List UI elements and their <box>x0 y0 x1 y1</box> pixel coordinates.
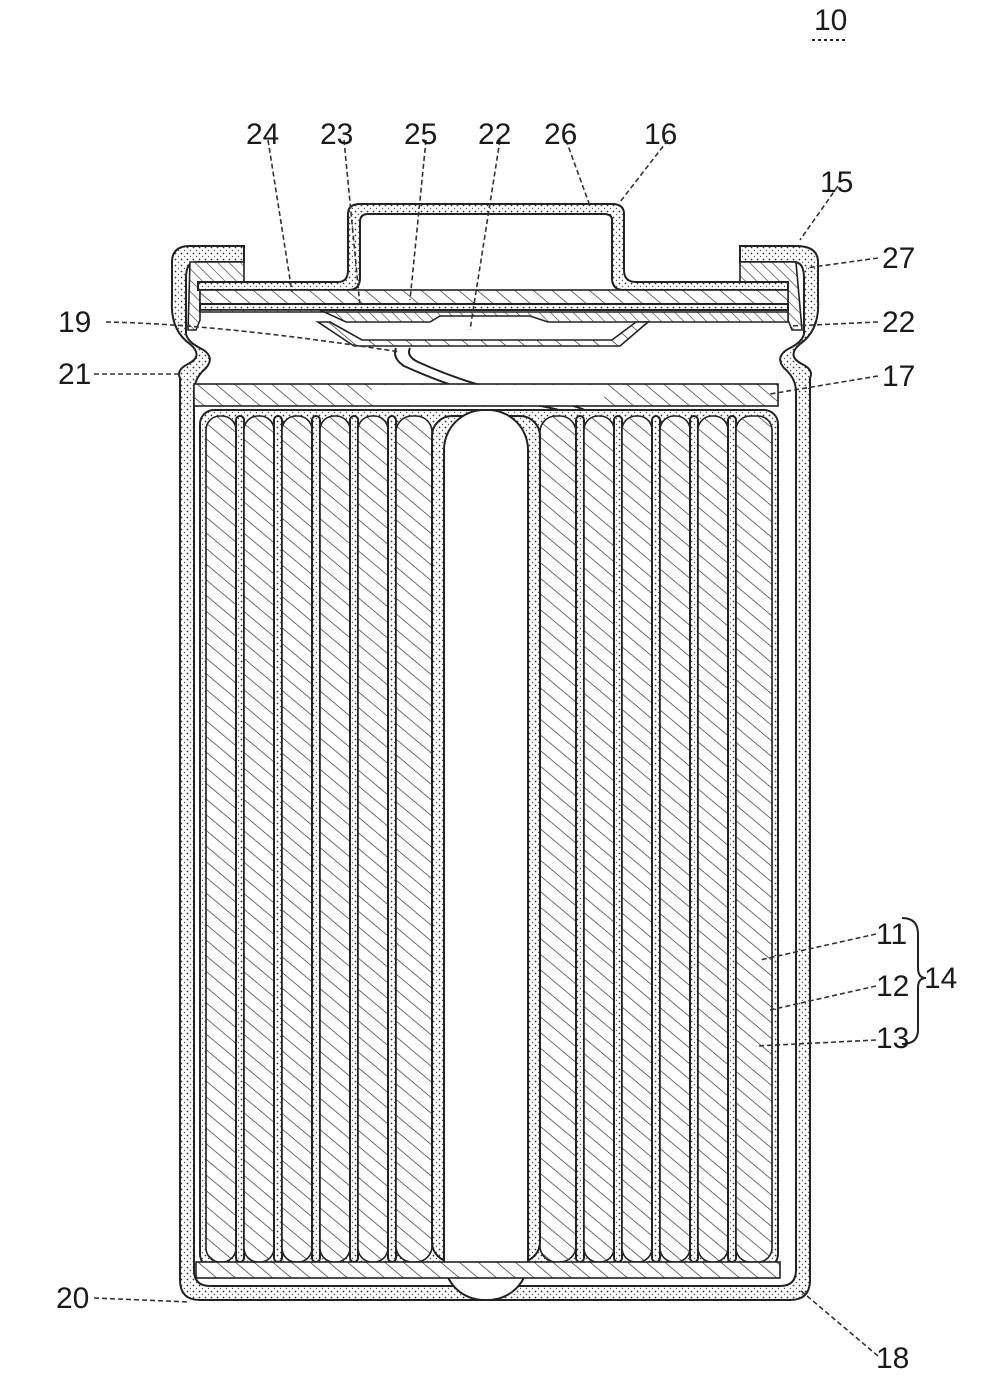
label-24: 24 <box>246 118 279 151</box>
label-21: 21 <box>58 358 91 391</box>
label-25: 25 <box>404 118 437 151</box>
electrode-assembly <box>200 410 778 1300</box>
label-16: 16 <box>644 118 677 151</box>
label-11: 11 <box>876 918 907 951</box>
label-23: 23 <box>320 118 353 151</box>
label-26: 26 <box>544 118 577 151</box>
label-12: 12 <box>876 970 909 1003</box>
label-27: 27 <box>882 242 915 275</box>
label-14: 14 <box>924 962 957 995</box>
insulating-plate-gap <box>372 385 604 405</box>
figure-number: 10 <box>814 4 847 37</box>
valve-plate-25 <box>200 310 788 322</box>
winding-core-hollow <box>444 410 528 1300</box>
lower-insulating-plate <box>196 1262 780 1278</box>
label-20: 20 <box>56 1282 89 1315</box>
label-22-top: 22 <box>478 118 511 151</box>
label-18: 18 <box>876 1342 909 1375</box>
terminal-cap <box>198 204 788 290</box>
label-22-right: 22 <box>882 306 915 339</box>
cap-plate-23 <box>200 304 788 310</box>
label-19: 19 <box>58 306 91 339</box>
label-15: 15 <box>820 166 853 199</box>
cap-plate-24 <box>200 290 788 304</box>
label-17: 17 <box>882 360 915 393</box>
label-13: 13 <box>876 1022 909 1055</box>
filter-plate-22 <box>318 322 648 346</box>
